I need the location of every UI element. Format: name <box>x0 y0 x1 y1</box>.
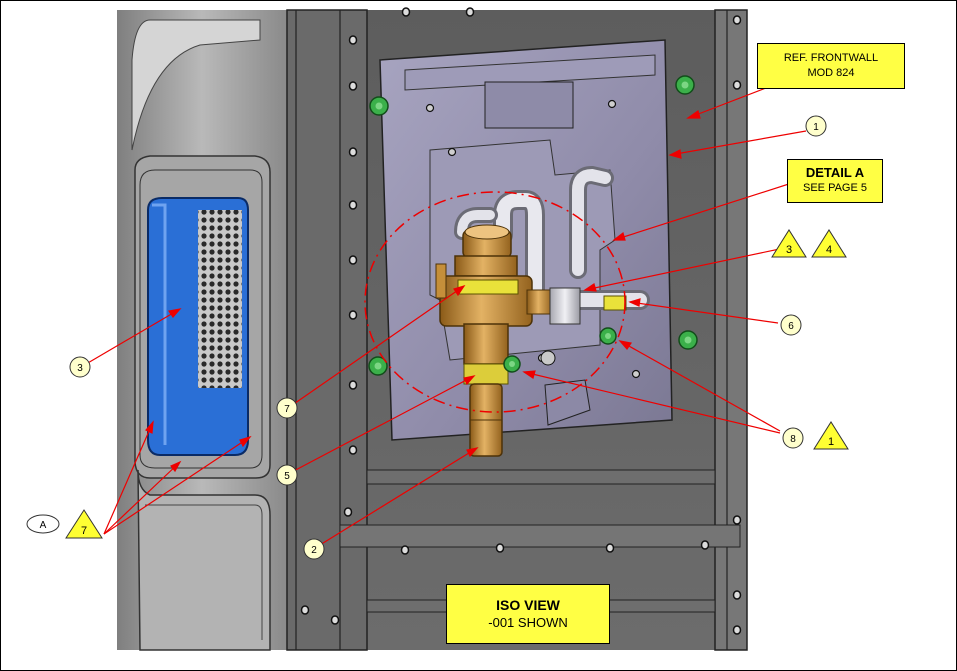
leader-lines <box>80 87 807 549</box>
callout-8-text: 8 <box>790 434 796 445</box>
callout-a <box>26 514 60 534</box>
callout-3-left-text: 3 <box>77 363 83 374</box>
callout-6-text: 6 <box>788 321 794 332</box>
flag-4 <box>811 229 847 258</box>
flag-4-text: 4 <box>826 244 832 256</box>
detail-note-subtitle: SEE PAGE 5 <box>803 182 867 194</box>
detail-note-title: DETAIL A <box>805 165 865 180</box>
callout-2 <box>303 538 325 560</box>
callout-balloons <box>26 115 827 560</box>
callout-a-text: A <box>40 520 47 531</box>
callout-6 <box>780 314 802 336</box>
callout-3-left <box>69 356 91 378</box>
brackets-and-nuts <box>368 75 698 426</box>
flag-7 <box>65 509 103 539</box>
flag-7-text: 7 <box>81 525 87 537</box>
iso-note-subtitle: -001 SHOWN <box>488 615 568 630</box>
callout-8 <box>782 427 804 449</box>
ref-note-line2: MOD 824 <box>807 67 855 79</box>
iso-view-note: ISO VIEW -001 SHOWN <box>446 584 610 644</box>
iso-note-title: ISO VIEW <box>496 597 560 613</box>
flag-triangles <box>65 229 849 539</box>
flag-3-text: 3 <box>786 244 792 256</box>
detail-a-note: DETAIL A SEE PAGE 5 <box>787 159 883 203</box>
flag-1-text: 1 <box>828 436 834 448</box>
callout-7-mid-text: 7 <box>284 404 290 415</box>
callout-7-mid <box>276 397 298 419</box>
blue-insert <box>147 197 249 456</box>
callout-5 <box>276 464 298 486</box>
detail-a-boundary <box>364 191 626 413</box>
ref-note-line1: REF. FRONTWALL <box>783 52 879 64</box>
callout-5-text: 5 <box>284 471 290 482</box>
valve-assembly <box>435 224 627 457</box>
callout-1-top <box>805 115 827 137</box>
ref-frontwall-note: REF. FRONTWALL MOD 824 <box>757 43 905 89</box>
flag-1 <box>813 421 849 450</box>
callout-2-text: 2 <box>311 545 317 556</box>
callout-1-top-text: 1 <box>813 122 819 133</box>
flag-3 <box>771 229 807 258</box>
